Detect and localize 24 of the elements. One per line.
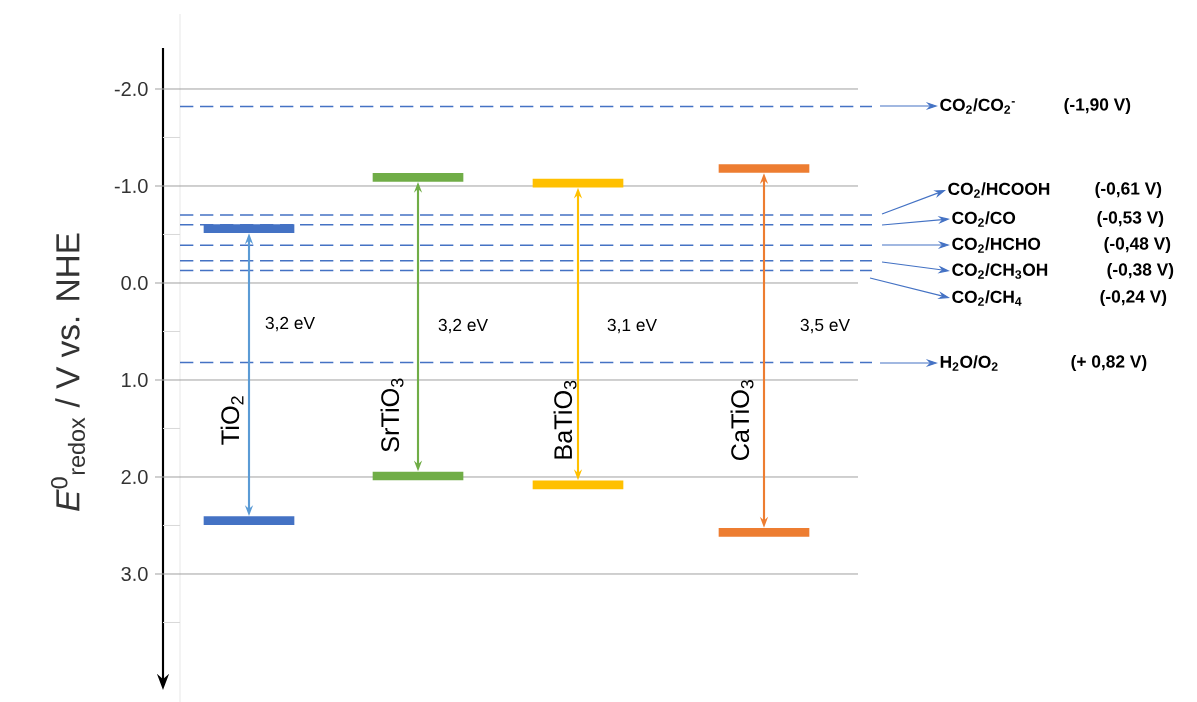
tick-label: 0.0 <box>121 275 148 291</box>
tick-label: 2.0 <box>121 469 148 485</box>
redox-label: CO$_{2}$/CO (-0,53 V) <box>952 210 1164 228</box>
material-label: SrTiO$_{3}$ <box>380 378 404 452</box>
tick-label: -2.0 <box>114 81 148 97</box>
band-edge-bar <box>203 224 295 234</box>
edge-label: 3,2 eV <box>263 315 317 333</box>
tick-label: 3.0 <box>121 566 148 582</box>
axis-title: E$^{0}$$_{redox}$ / V vs. NHE <box>51 233 86 511</box>
redox-label: CO$_{2}$/HCHO (-0,48 V) <box>952 236 1171 254</box>
redox-label: H$_{2}$O/O$_{2}$ (+ 0,82 V) <box>940 354 1147 372</box>
edge-label: 3,5 eV <box>798 317 852 335</box>
tick-label: 1.0 <box>122 372 148 388</box>
redox-label: CO$_{2}$/CO$_{2}$- (-1,90 V) <box>940 97 1131 115</box>
redox-label: CO$_{2}$/CH$_{3}$OH (-0,38 V) <box>952 262 1174 280</box>
material-label: CaTiO$_{3}$ <box>730 380 754 461</box>
material-label: BaTiO$_{3}$ <box>553 380 577 459</box>
edge-label: 3,1 eV <box>605 317 659 335</box>
edge-label: 3,2 eV <box>436 317 490 335</box>
redox-label: CO$_{2}$/CH$_{4}$ (-0,24 V) <box>952 289 1167 307</box>
material-label: TiO$_{2}$ <box>220 396 244 445</box>
band-edge-bar <box>203 516 295 525</box>
tick-label: -1.0 <box>114 178 148 194</box>
redox-label: CO$_{2}$/HCOOH (-0,61 V) <box>948 181 1162 199</box>
